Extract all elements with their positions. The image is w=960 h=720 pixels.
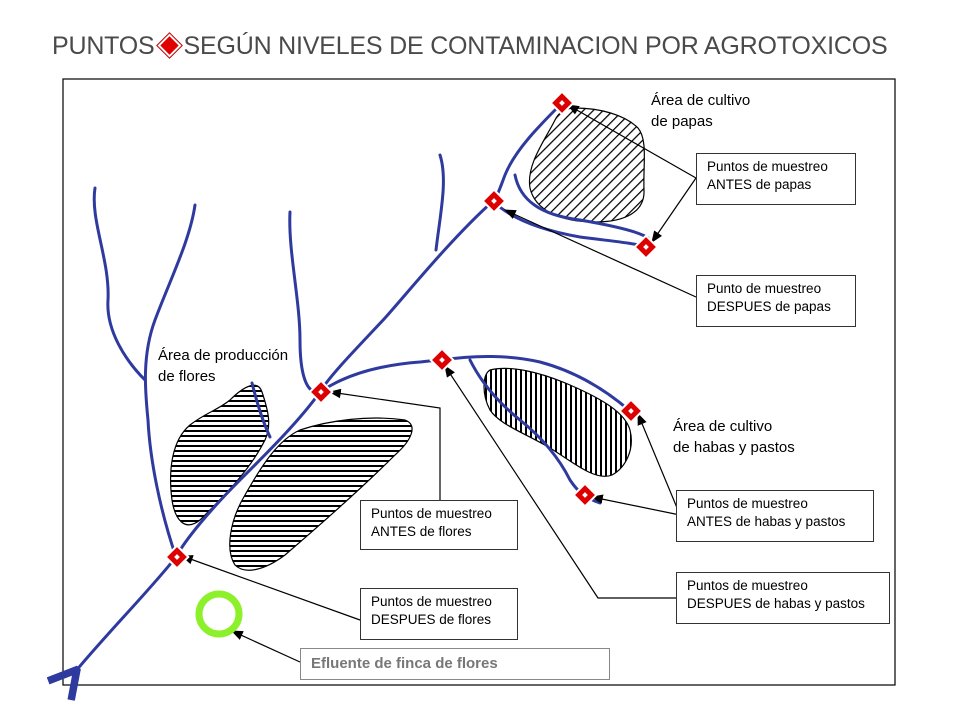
arrow-despues-papas — [503, 209, 697, 298]
effluent-ring — [195, 590, 243, 638]
arrow-antes-flores — [328, 388, 441, 500]
label-area-flores-line1: Área de producción — [158, 347, 289, 364]
arrow-effluent — [230, 630, 301, 663]
box-despues-habas: Puntos de muestreo DESPUES de habas y pa… — [676, 572, 890, 624]
box-antes-habas-line2: ANTES de habas y pastos — [687, 514, 846, 529]
sample-point-habas-bottom — [572, 482, 598, 508]
title-prefix: PUNTOS — [52, 32, 155, 60]
river-left-tributary-3 — [288, 210, 322, 394]
flores-area-right — [229, 417, 413, 571]
box-antes-habas: Puntos de muestreo ANTES de habas y past… — [676, 490, 874, 542]
pointer-lines — [180, 104, 697, 663]
sample-point-papas-mid — [481, 188, 507, 214]
river-north-tributary — [434, 153, 445, 252]
label-area-habas-line2: de habas y pastos — [673, 439, 795, 456]
box-antes-flores-line1: Puntos de muestreo — [371, 506, 492, 521]
river-left-tributary-1 — [92, 186, 147, 382]
papas-area — [528, 107, 645, 223]
box-despues-flores-line2: DESPUES de flores — [371, 612, 492, 627]
arrow-antes-habas-2 — [590, 494, 681, 516]
flores-area-left — [170, 384, 270, 526]
sample-point-papas-top — [549, 90, 575, 116]
label-area-flores: Área de producción de flores — [158, 345, 288, 387]
box-antes-papas-line1: Puntos de muestreo — [707, 159, 828, 174]
sample-point-habas-junction — [429, 347, 455, 373]
river-left-tributary-2 — [143, 203, 197, 559]
box-despues-papas: Punto de muestreo DESPUES de papas — [696, 275, 856, 327]
label-area-papas-line1: Área de cultivo — [651, 92, 751, 109]
sample-point-habas-right — [618, 398, 644, 424]
sample-point-flores-top — [308, 379, 334, 405]
river-short-spur — [250, 381, 272, 439]
box-despues-habas-line2: DESPUES de habas y pastos — [687, 596, 865, 611]
arrow-antes-papas-2 — [651, 177, 697, 243]
box-antes-papas: Puntos de muestreo ANTES de papas — [696, 153, 856, 205]
box-despues-papas-line2: DESPUES de papas — [707, 299, 831, 314]
box-despues-habas-line1: Puntos de muestreo — [687, 578, 808, 593]
label-area-flores-line2: de flores — [158, 368, 216, 385]
box-antes-flores: Puntos de muestreo ANTES de flores — [360, 500, 518, 550]
label-area-papas: Área de cultivo de papas — [651, 90, 750, 132]
arrow-despues-flores — [180, 555, 361, 621]
habas-area — [483, 367, 632, 477]
label-area-papas-line2: de papas — [651, 113, 713, 130]
box-antes-flores-line2: ANTES de flores — [371, 524, 472, 539]
main-river — [75, 199, 495, 672]
box-despues-flores: Puntos de muestreo DESPUES de flores — [360, 588, 518, 640]
arrow-antes-papas-1 — [566, 104, 697, 179]
river-papas-inner — [513, 173, 650, 240]
sample-point-papas-outlet — [633, 234, 659, 260]
box-antes-papas-line2: ANTES de papas — [707, 177, 812, 192]
arrow-antes-habas-1 — [637, 412, 681, 516]
sampling-markers — [164, 90, 659, 570]
label-area-habas: Área de cultivo de habas y pastos — [673, 416, 795, 458]
map-frame — [62, 78, 896, 686]
sample-point-flores-bottom — [164, 544, 190, 570]
page-title: PUNTOS SEGÚN NIVELES DE CONTAMINACION POR… — [52, 32, 888, 61]
effluent-label: Efluente de finca de flores — [300, 648, 610, 680]
box-antes-habas-line1: Puntos de muestreo — [687, 496, 808, 511]
arrow-despues-habas — [444, 364, 680, 599]
box-despues-flores-line1: Puntos de muestreo — [371, 594, 492, 609]
label-area-habas-line1: Área de cultivo — [673, 418, 773, 435]
box-despues-papas-line1: Punto de muestreo — [707, 281, 822, 296]
title-suffix: SEGÚN NIVELES DE CONTAMINACION POR AGROT… — [183, 32, 888, 60]
